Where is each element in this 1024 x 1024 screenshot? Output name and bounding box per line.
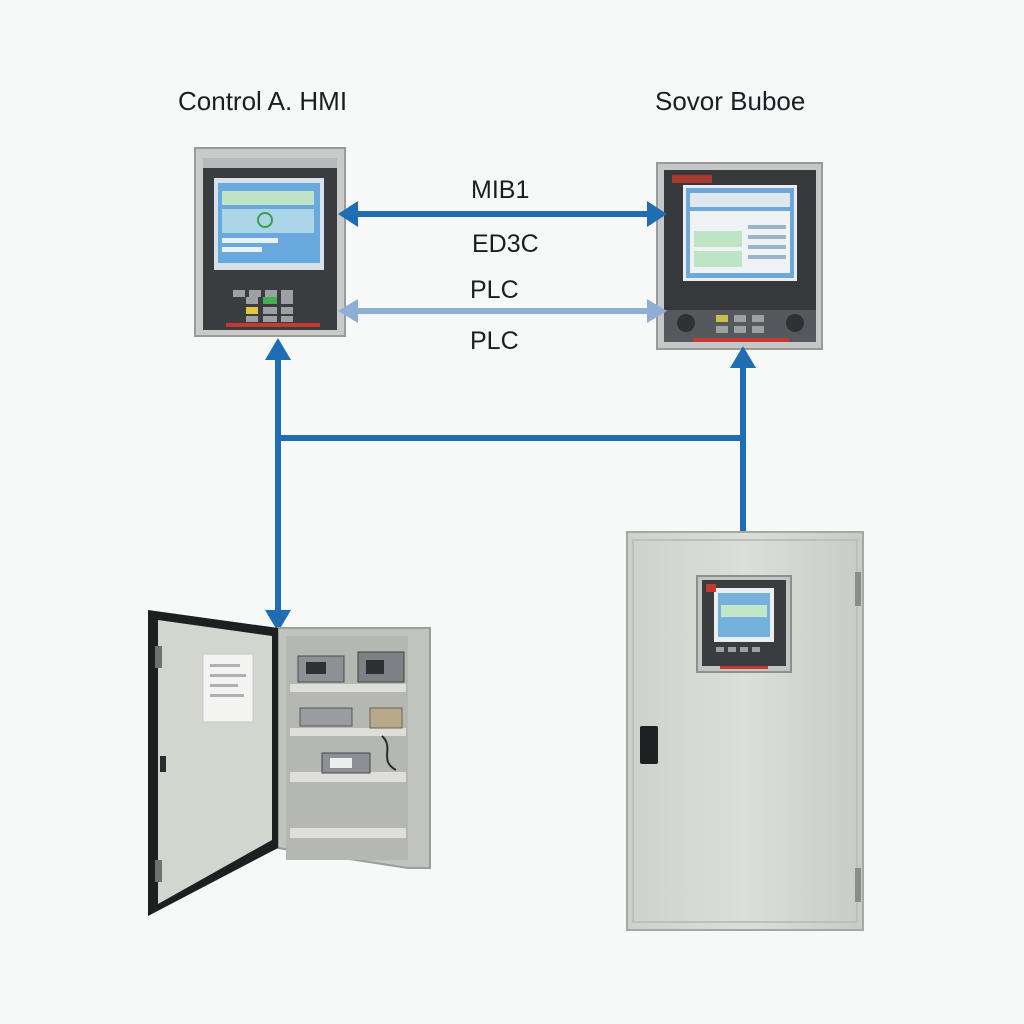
arrow-up-icon xyxy=(265,338,291,360)
link-vertical-left xyxy=(265,338,291,632)
hinge-icon xyxy=(155,646,162,668)
latch-icon xyxy=(160,756,166,772)
left-hmi-panel[interactable] xyxy=(194,147,346,337)
right-hmi-keypad[interactable] xyxy=(677,314,804,333)
hinge-icon xyxy=(155,860,162,882)
left-hmi-keypad[interactable] xyxy=(233,290,293,322)
arrow-right-icon xyxy=(647,201,667,227)
link-label-mib1: MIB1 xyxy=(471,176,530,204)
link-label-plc-2: PLC xyxy=(470,327,519,355)
link-label-ed3c: ED3C xyxy=(472,230,539,258)
right-device-title: Sovor Buboe xyxy=(655,86,806,116)
cabinet-equipment xyxy=(297,651,405,774)
arrow-right-icon xyxy=(647,299,667,323)
left-device-title: Control A. HMI xyxy=(178,86,348,116)
cabinet-hmi-panel[interactable] xyxy=(696,575,792,673)
arrow-left-icon xyxy=(338,201,358,227)
left-open-cabinet[interactable] xyxy=(148,610,431,916)
hinge-icon xyxy=(855,572,861,606)
door-handle-icon xyxy=(640,726,658,764)
link-second xyxy=(338,299,667,323)
link-top xyxy=(338,201,667,227)
hinge-icon xyxy=(855,868,861,902)
arrow-up-icon xyxy=(730,346,756,368)
right-hmi-panel[interactable] xyxy=(656,162,823,350)
arrow-down-icon xyxy=(265,610,291,632)
right-closed-cabinet[interactable] xyxy=(626,531,864,931)
link-label-plc-1: PLC xyxy=(470,276,519,304)
arrow-left-icon xyxy=(338,299,358,323)
